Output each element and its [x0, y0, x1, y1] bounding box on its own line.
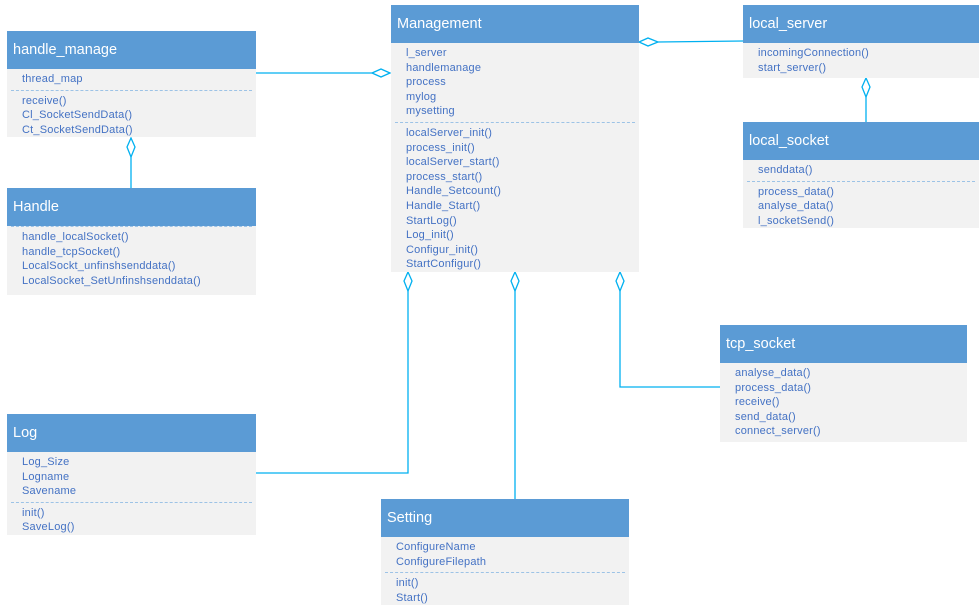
method-section: handle_localSocket() handle_tcpSocket() Lo…: [7, 227, 256, 291]
class-name: Setting: [381, 499, 629, 537]
method-item: receive(): [735, 396, 780, 409]
method-item: localServer_start(): [406, 156, 500, 169]
method-item: Start(): [396, 591, 428, 604]
method-item: handle_localSocket(): [22, 231, 129, 243]
method-item: Configur_init(): [406, 243, 479, 256]
class-name: tcp_socket: [720, 325, 967, 363]
method-section: incomingConnection() start_server(): [743, 43, 979, 78]
aggregation-diamond-setting: [510, 270, 520, 293]
method-section: receive() Cl_SocketSendData()Ct_SocketSen…: [7, 91, 256, 141]
attribute-item: thread_map: [22, 73, 83, 85]
class-handle[interactable]: Handle handle_localSocket() handle_tcpSoc…: [7, 188, 256, 295]
attribute-item: handlemanage: [406, 61, 482, 74]
method-item: process_data(): [735, 381, 812, 394]
attribute-section: senddata(): [743, 160, 979, 181]
connector-management-tcp-socket: [619, 291, 720, 388]
class-tcp-socket[interactable]: tcp_socket analyse_data() process_data()r…: [720, 325, 967, 442]
aggregation-diamond-handle-manage: [126, 136, 136, 159]
attribute-item: l_server: [406, 47, 447, 59]
method-item: localServer_init(): [406, 126, 493, 139]
aggregation-diamond-log: [403, 270, 413, 293]
method-item: handle_tcpSocket(): [22, 245, 121, 258]
attribute-item: Savename: [22, 485, 77, 498]
attribute-item: ConfigureName: [396, 541, 476, 553]
method-item: receive(): [22, 94, 67, 107]
section-divider: [11, 89, 252, 91]
method-item: process_start(): [406, 170, 483, 183]
method-section: localServer_init() process_init() localSer…: [391, 123, 639, 275]
method-item: StartLog(): [406, 214, 457, 227]
class-local-server[interactable]: local_server incomingConnection() start_s…: [743, 5, 979, 78]
class-name: Handle: [7, 188, 256, 226]
method-item: process_init(): [406, 141, 475, 154]
method-item: Handle_Setcount(): [406, 185, 502, 198]
connector-management-log: [256, 291, 409, 474]
method-item: StartConfigur(): [406, 258, 482, 271]
attribute-item: ConfigureFilepath: [396, 555, 487, 568]
method-item: LocalSocket_SetUnfinshsenddata(): [22, 274, 201, 287]
method-section: init() SaveLog(): [7, 503, 256, 538]
method-item: LocalSockt_unfinshsenddata(): [22, 260, 176, 273]
method-item: analyse_data(): [735, 367, 811, 379]
method-item: l_socketSend(): [758, 214, 835, 227]
method-item: Log_init(): [406, 229, 454, 242]
method-item: process_data(): [758, 185, 835, 198]
class-local-socket[interactable]: local_socket senddata() process_data()an…: [743, 122, 979, 228]
aggregation-diamond-management-left: [370, 68, 392, 78]
method-item: SaveLog(): [22, 521, 75, 534]
class-handle-manage[interactable]: handle_manage thread_map receive() Cl_Soc…: [7, 31, 256, 137]
attribute-item: Logname: [22, 470, 70, 483]
method-item: Handle_Start(): [406, 199, 481, 212]
connector-management-local-server: [657, 40, 744, 43]
aggregation-diamond-tcp-socket: [615, 270, 625, 293]
class-name: local_server: [743, 5, 979, 43]
aggregation-diamond-local-server: [861, 76, 871, 99]
attribute-item: mylog: [406, 90, 437, 103]
section-divider: [11, 501, 252, 503]
method-section: analyse_data() process_data() receive()sen…: [720, 363, 967, 442]
class-name: handle_manage: [7, 31, 256, 69]
method-item: Cl_SocketSendData(): [22, 109, 133, 122]
method-item: init(): [22, 506, 45, 519]
attribute-section: thread_map: [7, 69, 256, 90]
section-divider: [395, 121, 635, 123]
method-item: send_data(): [735, 410, 796, 423]
class-name: local_socket: [743, 122, 979, 160]
attribute-item: process: [406, 76, 446, 89]
section-divider: [385, 572, 625, 574]
method-item: analyse_data(): [758, 200, 834, 213]
method-item: start_server(): [758, 61, 827, 74]
method-item: init(): [396, 577, 419, 590]
method-item: Ct_SocketSendData(): [22, 123, 133, 136]
class-name: Log: [7, 414, 256, 452]
section-divider: [747, 180, 975, 182]
attribute-item: senddata(): [758, 164, 813, 176]
attribute-item: mysetting: [406, 105, 455, 118]
attribute-item: Log_Size: [22, 456, 70, 468]
method-item: incomingConnection(): [758, 47, 869, 59]
method-section: process_data() analyse_data()l_socketSend…: [743, 182, 979, 232]
method-item: connect_server(): [735, 425, 821, 438]
class-name: Management: [391, 5, 639, 43]
section-divider: [11, 226, 252, 227]
aggregation-diamond-management-right: [637, 37, 660, 47]
method-section: init()Start(): [381, 573, 629, 608]
